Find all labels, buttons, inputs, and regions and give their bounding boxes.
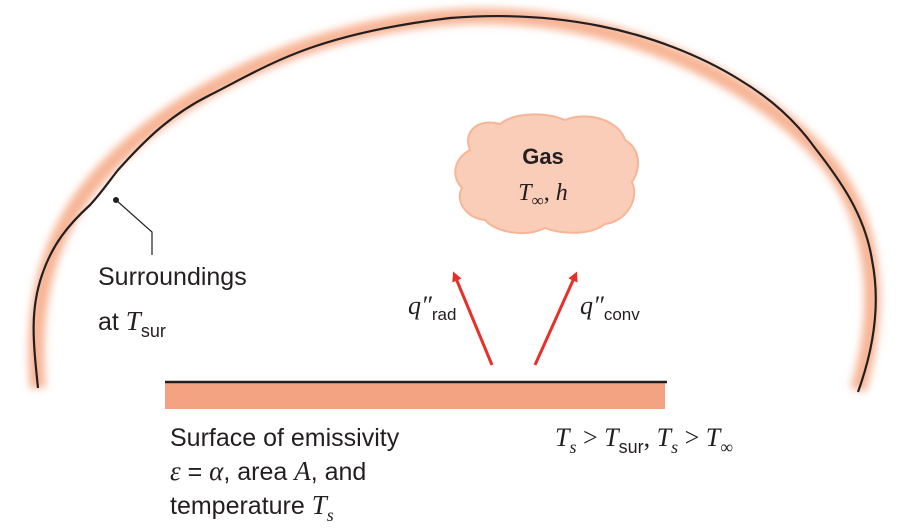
surface-eps: ε <box>170 456 181 486</box>
surface-line-2: ε = α, area A, and <box>170 456 366 486</box>
cond-gt2: > <box>678 423 706 452</box>
cond-T3: T <box>657 423 673 452</box>
gas-T-sub: ∞ <box>532 191 544 210</box>
conv-arrow <box>533 271 578 366</box>
q-rad-sub: rad <box>432 305 457 324</box>
surroundings-wall <box>32 14 877 393</box>
surroundings-T-symbol: T <box>126 306 143 336</box>
surface-eq: = <box>181 458 210 486</box>
gas-h-symbol: h <box>556 180 568 206</box>
surface-T-sub: s <box>327 505 334 525</box>
gas-sep: , <box>544 180 556 206</box>
surface-plate <box>165 383 665 409</box>
q-rad-label: q″rad <box>408 291 456 324</box>
cond-T4: T <box>706 423 722 452</box>
q-conv-label: q″conv <box>580 291 640 324</box>
cond-s3: s <box>671 437 678 457</box>
q-rad-symbol: q″ <box>408 291 433 320</box>
surroundings-at: at <box>98 308 126 336</box>
surroundings-T-sub: sur <box>141 321 166 341</box>
surroundings-label: Surroundings <box>98 263 247 291</box>
surface-line-1: Surface of emissivity <box>170 424 400 452</box>
surface-line-3: temperature Ts <box>170 490 334 525</box>
surface-area-text: , area <box>223 458 294 486</box>
gas-title: Gas <box>522 144 564 169</box>
surroundings-leader-line <box>115 199 153 255</box>
cond-T1: T <box>555 423 571 452</box>
cond-T2: T <box>604 423 620 452</box>
gas-cloud <box>454 113 639 235</box>
surface-and: , and <box>311 458 367 486</box>
surroundings-temp: at Tsur <box>98 306 166 341</box>
cond-s2: sur <box>619 437 644 457</box>
gas-properties: T∞, h <box>518 180 567 210</box>
surface-A: A <box>292 456 311 486</box>
cond-gt1: > <box>576 423 604 452</box>
surface-T-symbol: T <box>312 490 329 520</box>
temperature-condition: Ts > Tsur, Ts > T∞ <box>555 423 733 457</box>
q-conv-symbol: q″ <box>580 291 605 320</box>
cond-s4: ∞ <box>720 437 733 457</box>
rad-arrow <box>452 271 494 366</box>
surface-alpha: α <box>209 456 224 486</box>
gas-T-symbol: T <box>518 180 533 206</box>
surface-temperature-text: temperature <box>170 492 312 520</box>
q-conv-sub: conv <box>604 305 640 324</box>
cond-comma: , <box>644 423 657 452</box>
cond-s1: s <box>569 437 576 457</box>
